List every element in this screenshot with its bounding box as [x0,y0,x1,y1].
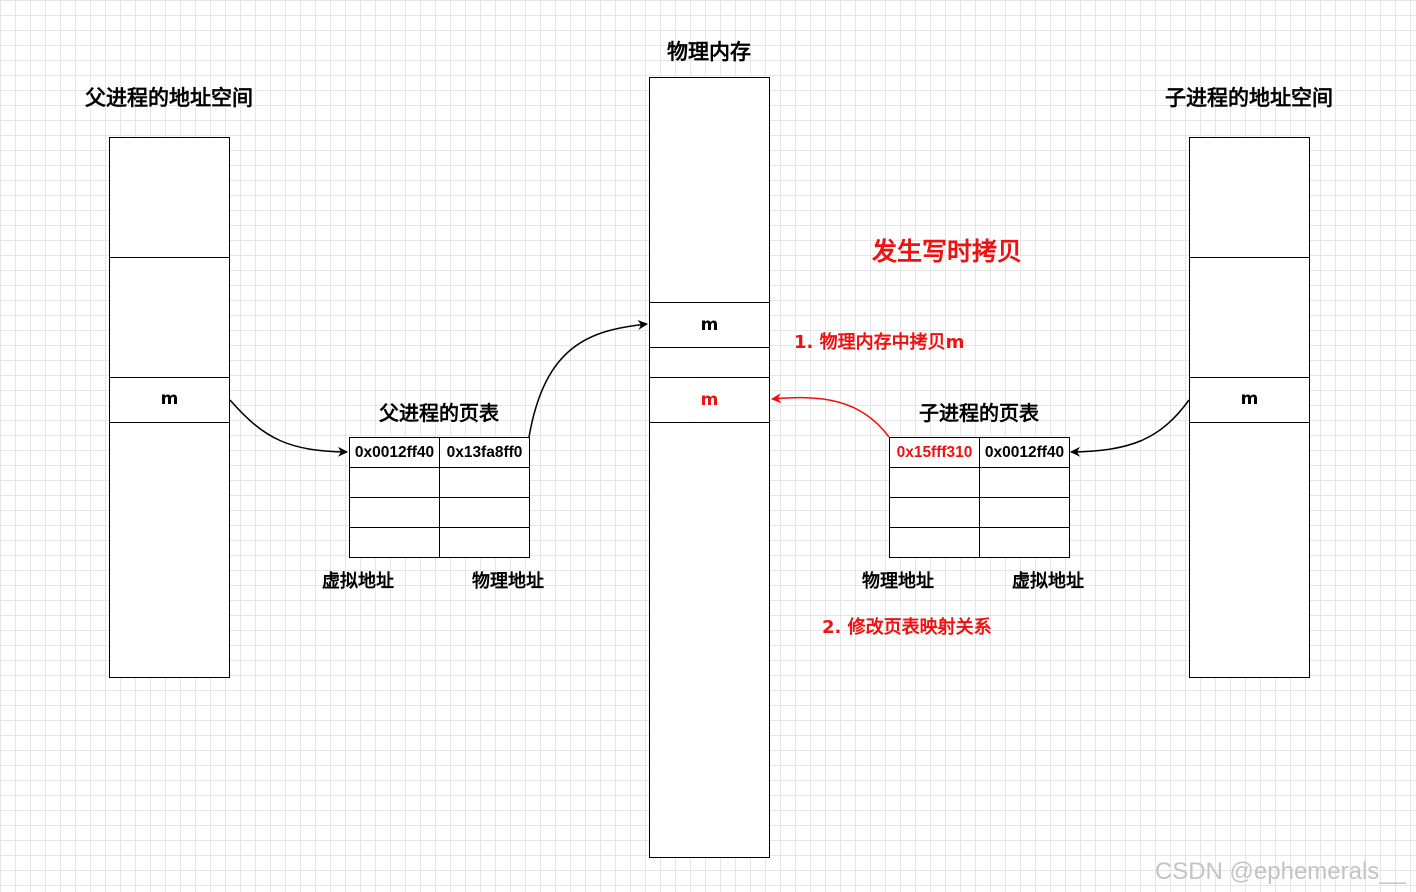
physical-memory-divider [650,302,769,303]
parent-pt-empty-cell [439,497,530,528]
physical-memory-divider [650,377,769,378]
arrow-page-table-to-physical-m [528,319,648,438]
parent-space-divider [110,422,229,423]
child-address-space: m [1189,137,1310,678]
arrow-child-pt-to-copied-m [771,393,890,438]
parent-space-title: 父进程的地址空间 [85,86,253,110]
child-pt-virtual-addr: 0x0012ff40 [979,437,1070,468]
parent-pt-virtual-addr: 0x0012ff40 [349,437,440,468]
physical-memory-title: 物理内存 [667,40,751,64]
child-pt-col-label-physical: 物理地址 [862,571,934,592]
parent-space-divider [110,257,229,258]
parent-page-table-title: 父进程的页表 [379,401,499,425]
child-page-table: 0x15fff310 0x0012ff40 [889,437,1070,558]
parent-space-divider [110,377,229,378]
child-space-divider [1190,422,1309,423]
parent-pt-physical-addr: 0x13fa8ff0 [439,437,530,468]
child-pt-physical-addr: 0x15fff310 [889,437,980,468]
step1-note: 1. 物理内存中拷贝m [794,332,965,353]
parent-pt-col-label-virtual: 虚拟地址 [322,571,394,592]
physical-memory-divider [650,422,769,423]
child-pt-empty-cell [889,527,980,558]
physical-memory-block: m m [649,77,770,858]
step2-note: 2. 修改页表映射关系 [822,617,992,638]
child-page-table-title: 子进程的页表 [919,401,1039,425]
arrow-child-m-to-page-table [1070,399,1190,457]
child-pt-empty-cell [889,467,980,498]
parent-address-space: m [109,137,230,678]
child-space-divider [1190,257,1309,258]
child-space-title: 子进程的地址空间 [1165,86,1333,110]
physical-memory-m-original: m [700,315,719,335]
child-pt-col-label-virtual: 虚拟地址 [1012,571,1084,592]
physical-memory-divider [650,347,769,348]
arrow-parent-m-to-page-table [229,399,348,457]
child-pt-empty-cell [979,467,1070,498]
parent-pt-col-label-physical: 物理地址 [472,571,544,592]
child-space-m-cell: m [1240,389,1259,409]
parent-pt-empty-cell [439,467,530,498]
child-space-divider [1190,377,1309,378]
parent-pt-empty-cell [349,527,440,558]
watermark: CSDN @ephemerals__ [1154,858,1406,885]
physical-memory-m-copy: m [700,390,719,410]
cow-heading: 发生写时拷贝 [871,237,1022,266]
child-pt-empty-cell [979,527,1070,558]
parent-space-m-cell: m [160,389,179,409]
parent-page-table: 0x0012ff40 0x13fa8ff0 [349,437,530,558]
child-pt-empty-cell [979,497,1070,528]
parent-pt-empty-cell [439,527,530,558]
parent-pt-empty-cell [349,497,440,528]
